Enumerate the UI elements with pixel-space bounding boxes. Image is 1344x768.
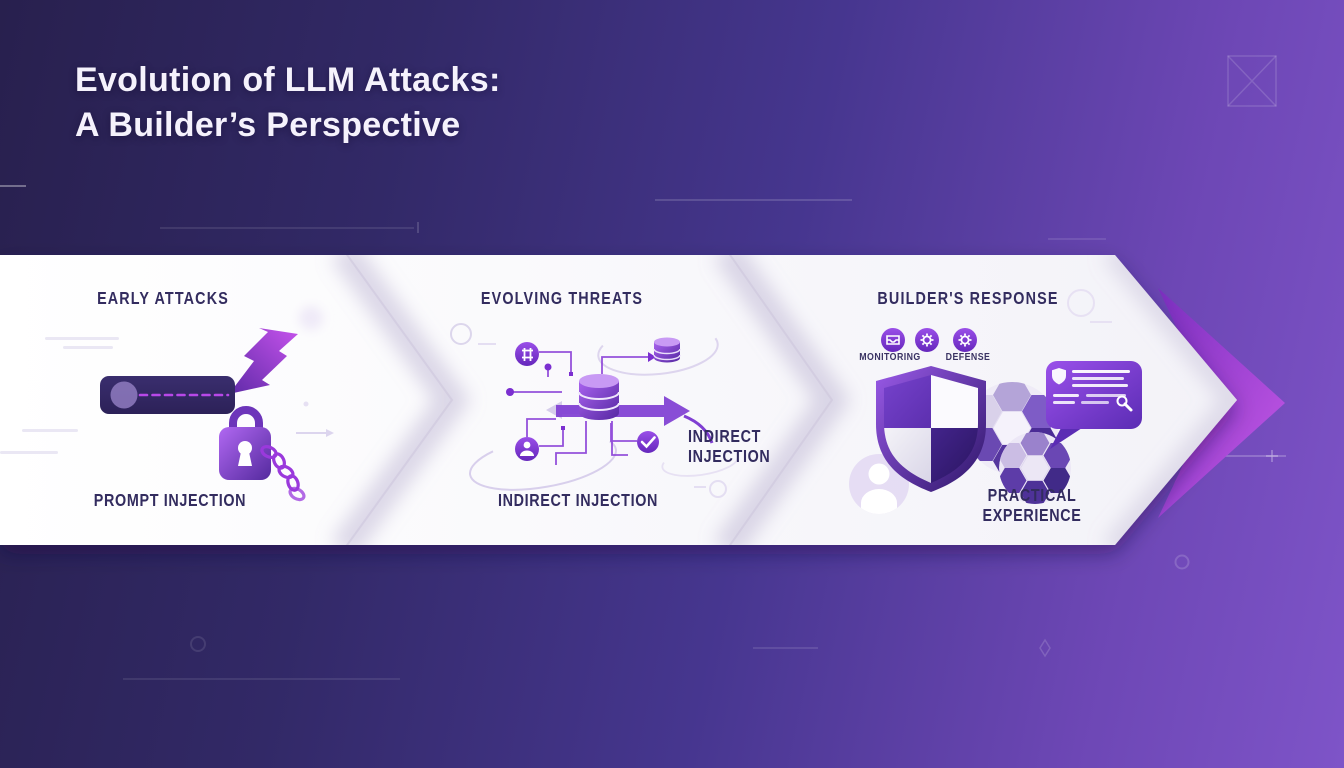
badge-label-monitoring: MONITORING bbox=[859, 352, 921, 363]
image-placeholder-icon bbox=[1227, 55, 1277, 107]
stage2-graphic bbox=[468, 324, 739, 491]
gear-icon bbox=[953, 328, 977, 352]
stage3-graphic bbox=[849, 328, 1142, 514]
lightning-bolt-icon bbox=[229, 328, 298, 394]
stage-heading-early-attacks: EARLY ATTACKS bbox=[97, 288, 229, 308]
badge-label-defense: DEFENSE bbox=[945, 352, 991, 363]
badge-icons bbox=[881, 328, 977, 352]
circuit-lines bbox=[510, 351, 648, 465]
mini-database-icon bbox=[653, 337, 681, 363]
indirect-injection-callout: INDIRECT INJECTION bbox=[688, 426, 771, 466]
shield-icon bbox=[876, 366, 986, 492]
band-decor bbox=[0, 289, 1112, 498]
padlock-icon bbox=[219, 406, 271, 480]
stage-heading-evolving-threats: EVOLVING THREATS bbox=[480, 288, 644, 308]
check-node-icon bbox=[637, 431, 659, 453]
flow-arrow-icon bbox=[556, 396, 714, 444]
code-bubble-icon bbox=[1046, 361, 1142, 449]
chain-icon bbox=[260, 445, 306, 502]
page-title: Evolution of LLM Attacks: A Builder’s Pe… bbox=[75, 58, 501, 148]
stage1-graphic bbox=[100, 328, 306, 502]
background-decor bbox=[0, 55, 1286, 680]
hash-node-icon bbox=[515, 342, 539, 366]
stage-caption-practical-experience: PRACTICAL EXPERIENCE bbox=[982, 485, 1082, 525]
wrench-icon bbox=[1116, 395, 1133, 412]
prompt-bar-icon bbox=[100, 376, 235, 414]
stage-caption-indirect-injection: INDIRECT INJECTION bbox=[497, 490, 659, 510]
page-title-line2: A Builder’s Perspective bbox=[75, 106, 461, 144]
page-title-line1: Evolution of LLM Attacks: bbox=[75, 61, 501, 99]
gear-icon bbox=[915, 328, 939, 352]
stage-caption-prompt-injection: PROMPT INJECTION bbox=[93, 490, 247, 510]
swirl-decor bbox=[468, 324, 739, 491]
database-icon bbox=[578, 374, 620, 420]
stage-heading-builders-response: BUILDER'S RESPONSE bbox=[877, 288, 1059, 308]
user-node-icon bbox=[515, 437, 539, 461]
inbox-icon bbox=[881, 328, 905, 352]
hex-sphere-icon bbox=[966, 382, 1071, 504]
